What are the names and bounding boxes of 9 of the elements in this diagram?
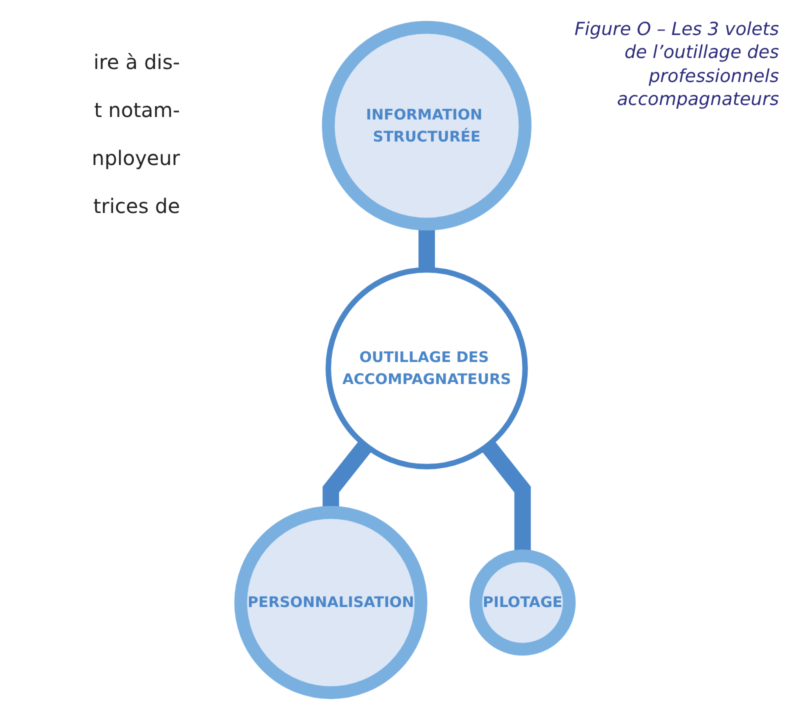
node-circle: OUTILLAGE DES ACCOMPAGNATEURS [326, 267, 528, 470]
body-text-fragment: nployeur [90, 146, 180, 170]
node-circle: PERSONNALISATION [234, 506, 428, 700]
figure-caption: Figure O – Les 3 volets de l’outillage des professionnels accompagnateurs [573, 18, 779, 112]
node-circle: PILOTAGE [469, 549, 576, 656]
body-text-fragment: t notam- [93, 98, 180, 122]
node-circle: INFORMATION STRUCTURÉE [322, 20, 532, 231]
body-text-fragment: trices de [92, 194, 180, 218]
body-text-fragment: ire à dis- [92, 50, 180, 74]
